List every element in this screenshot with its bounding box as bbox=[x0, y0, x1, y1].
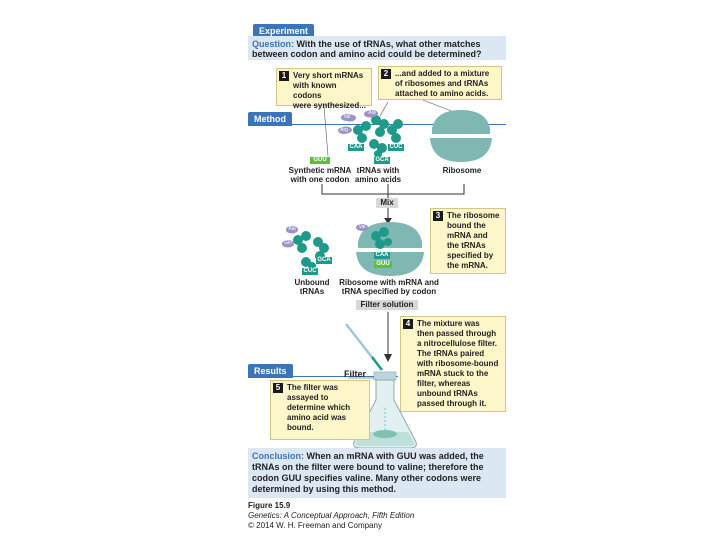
codon-caa-bound: CAA bbox=[374, 252, 390, 259]
step-3-line: bound the bbox=[447, 221, 486, 230]
step-1-number: 1 bbox=[279, 71, 289, 81]
codon-cuc: CUC bbox=[388, 144, 404, 151]
step-4-line: passed through it. bbox=[417, 399, 487, 408]
figure-copyright: © 2014 W. H. Freeman and Company bbox=[248, 521, 382, 530]
results-tab: Results bbox=[248, 364, 293, 378]
step-3-line: the mRNA. bbox=[447, 261, 488, 270]
trnas-label: tRNAs with amino acids bbox=[350, 166, 406, 184]
step-4-line: a nitrocellulose filter. bbox=[417, 339, 498, 348]
step-5-line: determine which bbox=[287, 403, 351, 412]
conclusion-line: When an mRNA with GUU was added, the bbox=[306, 451, 484, 461]
step-1-line: Very short mRNAs bbox=[293, 71, 364, 80]
question-text: Question: With the use of tRNAs, what ot… bbox=[252, 39, 504, 59]
synthetic-mrna-label: Synthetic mRNA with one codon bbox=[280, 166, 360, 184]
step-3-note: 3 The ribosome bound the mRNA and the tR… bbox=[430, 208, 506, 274]
label-line: with one codon bbox=[290, 175, 350, 184]
step-1-line: were synthesized... bbox=[293, 101, 366, 110]
aa-val-bound: Val bbox=[356, 224, 368, 231]
step-5-line: assayed to bbox=[287, 393, 329, 402]
question-line-1: With the use of tRNAs, what other matche… bbox=[296, 39, 481, 49]
conclusion-line: determined by using this method. bbox=[252, 484, 397, 494]
filter-solution-bar: Filter solution bbox=[356, 300, 418, 310]
conclusion-line: tRNAs on the filter were bound to valine… bbox=[252, 462, 484, 472]
step-2-note: 2 ...and added to a mixture of ribosomes… bbox=[378, 66, 502, 100]
conclusion-panel: Conclusion: When an mRNA with GUU was ad… bbox=[248, 448, 506, 498]
step-4-line: then passed through bbox=[417, 329, 497, 338]
step-4-line: The tRNAs paired bbox=[417, 349, 485, 358]
label-line: Unbound bbox=[294, 278, 330, 287]
step-5-line: The filter was bbox=[287, 383, 339, 392]
step-4-number: 4 bbox=[403, 319, 413, 329]
pointer-lines bbox=[323, 99, 455, 157]
aa-ala-top: Ala bbox=[366, 110, 378, 117]
step-5-line: amino acid was bbox=[287, 413, 347, 422]
ribosome-complex-label: Ribosome with mRNA and tRNA specified by… bbox=[334, 278, 444, 296]
step-4-line: filter, whereas bbox=[417, 379, 471, 388]
aa-gln-unbound: Gln bbox=[282, 240, 294, 247]
method-tab: Method bbox=[248, 112, 292, 126]
filter-arrow bbox=[384, 312, 392, 362]
step-2-line: ...and added to a mixture bbox=[395, 69, 490, 78]
label-line: Ribosome with mRNA and bbox=[339, 278, 439, 287]
ribosome-icon bbox=[430, 110, 492, 162]
step-5-number: 5 bbox=[273, 383, 283, 393]
codon-guu: GUU bbox=[310, 157, 330, 164]
codon-gca-unbound: GCA bbox=[316, 257, 332, 264]
step-2-line: attached to amino acids. bbox=[395, 89, 489, 98]
step-5-note: 5 The filter was assayed to determine wh… bbox=[270, 380, 370, 440]
ribosome-label: Ribosome bbox=[442, 166, 482, 175]
figure-book: Genetics: A Conceptual Approach, Fifth E… bbox=[248, 511, 415, 520]
label-line: tRNAs with bbox=[356, 166, 400, 175]
question-panel: Question: With the use of tRNAs, what ot… bbox=[248, 36, 506, 60]
question-prefix: Question: bbox=[252, 39, 294, 49]
aa-val-top: Val bbox=[341, 114, 353, 121]
step-4-line: with ribosome-bound bbox=[417, 359, 499, 368]
codon-guu-bound: GUU bbox=[374, 261, 392, 268]
label-line: Synthetic mRNA bbox=[288, 166, 352, 175]
codon-caa: CAA bbox=[348, 144, 364, 151]
step-4-line: The mixture was bbox=[417, 319, 480, 328]
step-3-line: specified by bbox=[447, 251, 494, 260]
label-line: amino acids bbox=[354, 175, 402, 184]
step-3-number: 3 bbox=[433, 211, 443, 221]
codon-gca: GCA bbox=[374, 157, 390, 164]
step-3-line: mRNA and bbox=[447, 231, 488, 240]
figure-label: Figure 15.9 bbox=[248, 501, 291, 510]
label-line: tRNA specified by codon bbox=[341, 287, 437, 296]
step-1-note: 1 Very short mRNAs with known codons wer… bbox=[276, 68, 372, 110]
filter-label: Filter bbox=[344, 369, 367, 379]
mix-bar: Mix bbox=[376, 198, 398, 208]
step-4-note: 4 The mixture was then passed through a … bbox=[400, 316, 506, 412]
conclusion-line: codon GUU specifies valine. Many other c… bbox=[252, 473, 482, 483]
step-3-line: the tRNAs bbox=[447, 241, 486, 250]
codon-cuc-unbound: CUC bbox=[302, 268, 318, 275]
label-line: tRNAs bbox=[299, 287, 325, 296]
step-4-line: mRNA stuck to the bbox=[417, 369, 489, 378]
step-4-line: unbound tRNAs bbox=[417, 389, 478, 398]
experiment-tab: Experiment bbox=[253, 24, 315, 38]
step-2-line: of ribosomes and tRNAs bbox=[395, 79, 489, 88]
step-5-line: bound. bbox=[287, 423, 314, 432]
pipette-icon bbox=[345, 323, 383, 371]
question-line-2: between codon and amino acid could be de… bbox=[252, 49, 482, 59]
step-1-line: with known codons bbox=[293, 81, 337, 100]
step-2-number: 2 bbox=[381, 69, 391, 79]
conclusion-prefix: Conclusion: bbox=[252, 451, 304, 461]
step-3-line: The ribosome bbox=[447, 211, 500, 220]
unbound-trnas-label: Unbound tRNAs bbox=[290, 278, 334, 296]
aa-ala-unbound: Ala bbox=[286, 226, 298, 233]
figure-caption: Figure 15.9 Genetics: A Conceptual Appro… bbox=[248, 501, 508, 531]
conclusion-text: Conclusion: When an mRNA with GUU was ad… bbox=[252, 451, 504, 495]
results-divider bbox=[248, 376, 398, 377]
aa-arg-top: Arg bbox=[338, 127, 350, 134]
